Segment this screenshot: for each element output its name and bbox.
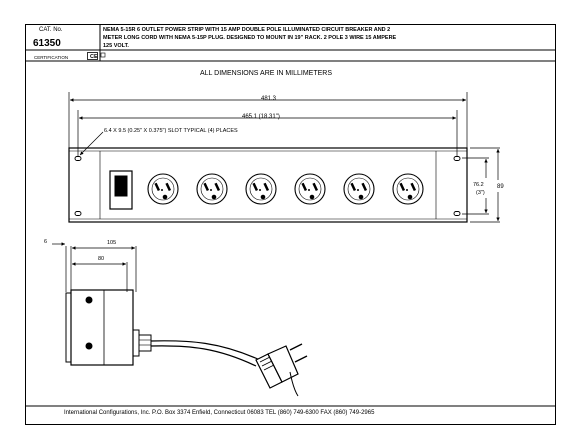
cat-no-label: CAT. No. — [39, 27, 63, 33]
slot-note: 6.4 X 9.5 (0.25" X 0.375") SLOT TYPICAL … — [104, 128, 238, 134]
dim-hole-height-mm: 76.2 — [473, 182, 484, 188]
certification-label: CERTIFICATION — [34, 55, 69, 60]
ce-mark: CE — [90, 54, 98, 60]
side-dim-body: 80 — [97, 256, 106, 262]
side-dim-depth: 105 — [106, 240, 118, 246]
description-line-3: 125 VOLT. — [103, 43, 129, 49]
dim-hole-spacing: 465.1 (18.31") — [240, 114, 282, 120]
cat-no-value: 61350 — [33, 38, 61, 49]
dim-hole-height-in: (3") — [476, 190, 485, 196]
description-line-2: METER LONG CORD WITH NEMA 5-15P PLUG. DE… — [103, 35, 397, 41]
dimensions-heading: ALL DIMENSIONS ARE IN MILLIMETERS — [200, 70, 332, 77]
side-dim-small: 6 — [44, 239, 48, 245]
dim-overall-width: 481.3 — [259, 96, 279, 102]
description-line-1: NEMA 5-15R 6 OUTLET POWER STRIP WITH 15 … — [103, 27, 391, 33]
footer-text: International Configurations, Inc. P.O. … — [64, 410, 375, 416]
drawing-sheet — [25, 24, 556, 425]
dim-height: 89 — [497, 184, 504, 190]
